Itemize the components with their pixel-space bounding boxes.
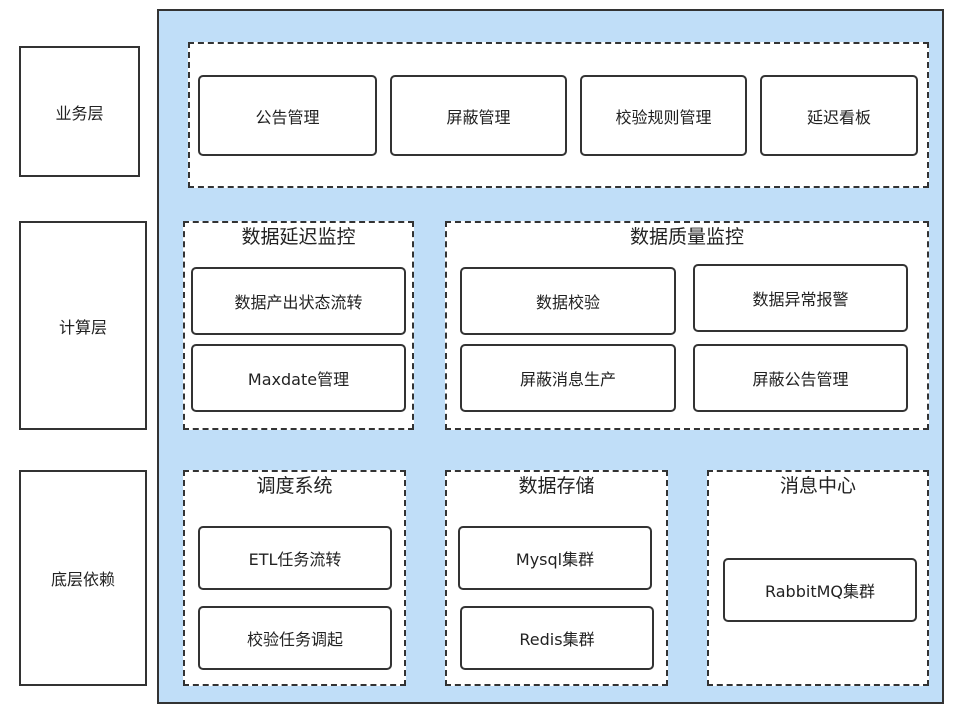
quality-monitor-item-0: 数据校验 — [460, 267, 676, 335]
notice-management-box: 公告管理 — [198, 75, 377, 156]
storage-item-0-label: Mysql集群 — [515, 550, 595, 569]
message-center-title: 消息中心 — [779, 474, 856, 497]
quality-monitor-item-2: 屏蔽消息生产 — [460, 344, 676, 412]
quality-monitor-item-0-label: 数据校验 — [535, 293, 600, 312]
layer-label-business: 业务层 — [19, 46, 140, 177]
delay-monitor-item-1-label: Maxdate管理 — [247, 370, 350, 389]
quality-monitor-title: 数据质量监控 — [629, 225, 744, 248]
scheduler-item-0: ETL任务流转 — [198, 526, 392, 590]
delay-monitor-item-0-label: 数据产出状态流转 — [234, 293, 363, 312]
message-center-item-0: RabbitMQ集群 — [723, 558, 917, 622]
message-center-item-0-label: RabbitMQ集群 — [764, 582, 875, 601]
notice-management-label: 公告管理 — [255, 107, 320, 127]
layer-label-compute: 计算层 — [19, 221, 147, 430]
scheduler-title: 调度系统 — [256, 474, 333, 497]
storage-item-0: Mysql集群 — [458, 526, 652, 590]
storage-item-1: Redis集群 — [460, 606, 654, 670]
delay-board-label: 延迟看板 — [806, 107, 871, 127]
layer-label-business-text: 业务层 — [55, 103, 104, 123]
quality-monitor-item-3: 屏蔽公告管理 — [693, 344, 908, 412]
quality-monitor-item-2-label: 屏蔽消息生产 — [519, 370, 616, 389]
scheduler-item-1-label: 校验任务调起 — [246, 630, 343, 649]
delay-monitor-title: 数据延迟监控 — [241, 225, 356, 248]
layer-label-foundation: 底层依赖 — [19, 470, 147, 686]
scheduler-item-1: 校验任务调起 — [198, 606, 392, 670]
storage-item-1-label: Redis集群 — [519, 630, 595, 649]
quality-monitor-item-3-label: 屏蔽公告管理 — [752, 370, 849, 389]
quality-monitor-item-1-label: 数据异常报警 — [752, 290, 849, 309]
scheduler-item-0-label: ETL任务流转 — [248, 550, 342, 569]
shield-management-label: 屏蔽管理 — [446, 107, 511, 127]
storage-title: 数据存储 — [518, 474, 595, 497]
delay-monitor-item-0: 数据产出状态流转 — [191, 267, 406, 335]
quality-monitor-item-1: 数据异常报警 — [693, 264, 908, 332]
delay-board-box: 延迟看板 — [760, 75, 918, 156]
rule-management-label: 校验规则管理 — [615, 107, 712, 127]
rule-management-box: 校验规则管理 — [580, 75, 747, 156]
delay-monitor-item-1: Maxdate管理 — [191, 344, 406, 412]
layer-label-compute-text: 计算层 — [58, 317, 107, 337]
shield-management-box: 屏蔽管理 — [390, 75, 567, 156]
layer-label-foundation-text: 底层依赖 — [50, 570, 115, 589]
